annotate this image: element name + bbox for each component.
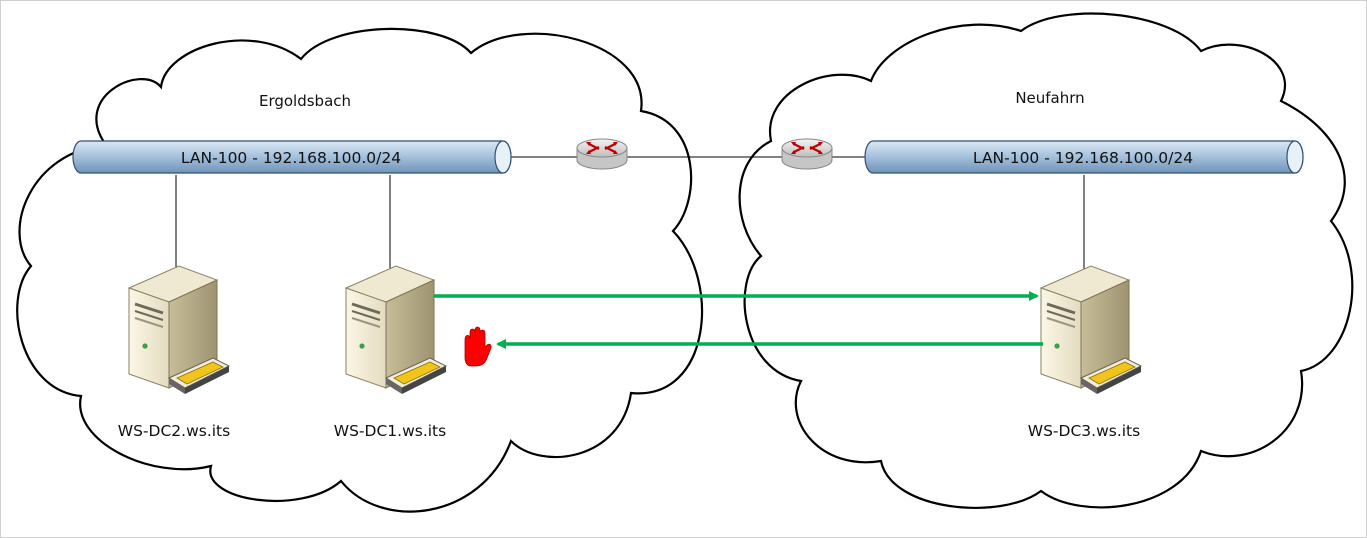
router-icon [575, 137, 629, 171]
site-label-neufahrn: Neufahrn [1015, 89, 1084, 107]
router-icon [780, 137, 834, 171]
lan-pipe-right: LAN-100 - 192.168.100.0/24 [864, 140, 1304, 174]
server-icon [1039, 264, 1143, 396]
server-label-ws-dc3: WS-DC3.ws.its [1028, 422, 1140, 440]
server-label-ws-dc1: WS-DC1.ws.its [334, 422, 446, 440]
stop-hand-icon [464, 326, 492, 367]
site-cloud-right [738, 12, 1354, 509]
lan-label-right: LAN-100 - 192.168.100.0/24 [973, 149, 1193, 167]
site-label-ergoldsbach: Ergoldsbach [259, 92, 351, 110]
lan-label-left: LAN-100 - 192.168.100.0/24 [181, 149, 401, 167]
server-icon [344, 264, 448, 396]
server-label-ws-dc2: WS-DC2.ws.its [118, 422, 230, 440]
lan-pipe-left: LAN-100 - 192.168.100.0/24 [72, 140, 512, 174]
server-icon [127, 264, 231, 396]
